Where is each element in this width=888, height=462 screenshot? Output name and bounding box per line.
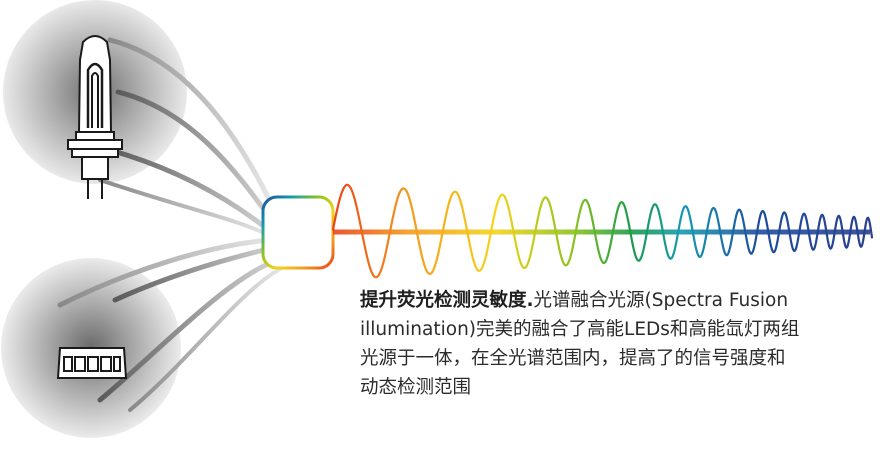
led-module-icon	[56, 347, 128, 379]
caption-line2: illumination)完美的融合了高能LEDs和高能氙灯两组	[360, 319, 800, 340]
light-fusion-box	[261, 195, 335, 270]
description-text: 提升荧光检测灵敏度.光谱融合光源(Spectra Fusion illumina…	[360, 286, 880, 402]
halogen-beams	[98, 37, 275, 238]
caption-lead: 提升荧光检测灵敏度.	[360, 290, 534, 311]
spectrum-wave	[331, 183, 874, 279]
caption-line4: 动态检测范围	[360, 377, 472, 398]
caption-line1: 光谱融合光源(Spectra Fusion	[533, 290, 789, 311]
led-beams	[57, 237, 284, 412]
halogen-lamp-icon	[67, 35, 123, 199]
caption-line3: 光源于一体，在全光谱范围内，提高了的信号强度和	[360, 348, 786, 369]
